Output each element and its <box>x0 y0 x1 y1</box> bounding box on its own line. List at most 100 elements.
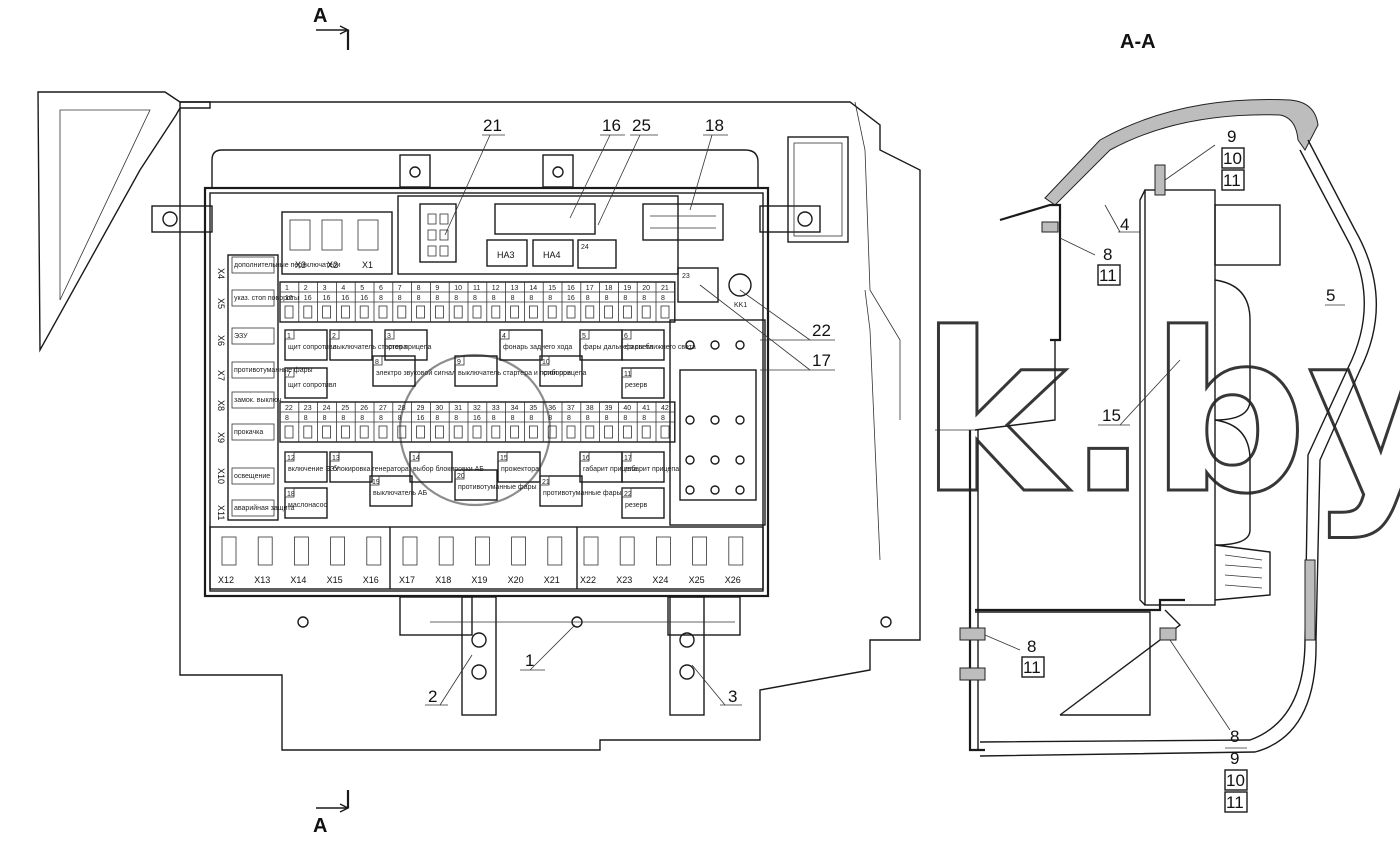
watermark-text: k.by <box>920 286 1400 542</box>
fuse <box>434 425 444 439</box>
fuse-row1-number: 9 <box>435 285 439 292</box>
fuse <box>453 425 463 439</box>
callout-25: 25 <box>632 116 651 135</box>
connector-labels: X3 X2 X1 X4 X5 X6 X7 X8 X9 X10 X11 <box>216 260 373 520</box>
label-x14: X14 <box>290 575 306 585</box>
top-mounting-tab <box>542 154 574 188</box>
relay-block-label: противотуманные фары <box>458 484 537 491</box>
fuse-row2-number: 39 <box>605 405 613 412</box>
fuse-row1-number: 7 <box>398 285 402 292</box>
label-x23: X23 <box>616 575 632 585</box>
fuse-row1-rating: 16 <box>567 295 575 302</box>
fuse-row2-rating: 8 <box>605 415 609 422</box>
relay-block-number: 9 <box>457 359 461 366</box>
fuse <box>284 305 294 319</box>
callout-17: 17 <box>812 351 831 370</box>
fuse-row-2: 2282382482582682782882916308318321633834… <box>279 401 676 443</box>
relay-block-label: маслонасос <box>288 502 327 509</box>
fuse <box>303 425 313 439</box>
fuse-row1-number: 20 <box>642 285 650 292</box>
fuse-row1-number: 5 <box>360 285 364 292</box>
callout-5: 5 <box>1326 286 1335 305</box>
connector-plug <box>692 536 707 566</box>
callout-11c: 11 <box>1023 658 1041 677</box>
fuse-row1-rating: 8 <box>586 295 590 302</box>
relay-block-label: фары ближнего света <box>625 343 696 351</box>
fuse-row1-number: 21 <box>661 285 669 292</box>
fuse-row1-rating: 8 <box>454 295 458 302</box>
relay-block-number: 14 <box>412 455 420 462</box>
fuse <box>303 305 313 319</box>
left-connector-label: указ. стоп повороты <box>234 295 299 302</box>
fuse-row1-number: 16 <box>567 285 575 292</box>
fuse <box>623 305 632 319</box>
fuse-panel-inner <box>209 192 764 592</box>
fuse <box>547 425 557 439</box>
relay-block-number: 22 <box>624 491 632 498</box>
fuse <box>416 305 426 319</box>
fuse <box>491 425 501 439</box>
fuse-row2-number: 23 <box>304 405 312 412</box>
fuse-row2-rating: 8 <box>304 415 308 422</box>
fuse-row1-number: 4 <box>341 285 345 292</box>
fuse-row2-rating: 8 <box>379 415 383 422</box>
fuse-row2-rating: 8 <box>661 415 665 422</box>
left-connector-label: замок. выключ. <box>234 397 283 404</box>
fuse-row2-number: 32 <box>473 405 481 412</box>
relay-block-number: 2 <box>332 333 336 340</box>
fuse <box>322 425 332 439</box>
fuse <box>510 305 520 319</box>
fuse <box>340 305 350 319</box>
fuse-row1-rating: 8 <box>511 295 515 302</box>
fuse-row2-rating: 8 <box>285 415 289 422</box>
fuse-row1-number: 19 <box>623 285 631 292</box>
label-x21: X21 <box>544 575 560 585</box>
relay-block-label: фонарь заднего хода <box>503 344 572 351</box>
relay-block-2 <box>329 329 373 361</box>
fuse-row2-number: 38 <box>586 405 594 412</box>
fuse <box>472 425 482 439</box>
fuse-row1-rating: 16 <box>341 295 349 302</box>
fuse-row1-rating: 8 <box>642 295 646 302</box>
connector-plug <box>728 536 744 566</box>
fuse <box>453 305 463 319</box>
fuse <box>397 425 407 439</box>
relay-block-6 <box>621 329 665 361</box>
fuse-row2-rating: 8 <box>586 415 590 422</box>
fuse <box>491 305 501 319</box>
fuse-row1-number: 14 <box>529 285 537 292</box>
callout-2: 2 <box>428 687 437 706</box>
relay-block-number: 1 <box>287 333 291 340</box>
callout-8a: 8 <box>1103 245 1112 264</box>
callout-21: 21 <box>483 116 502 135</box>
callout-11d: 11 <box>1226 793 1244 812</box>
left-connector-box <box>231 327 275 345</box>
fuse <box>529 425 538 439</box>
relay-block-label: стоп прицепа <box>388 344 431 351</box>
label-x12: X12 <box>218 575 234 585</box>
callout-15: 15 <box>1102 406 1121 425</box>
fuse-row2-rating: 8 <box>341 415 345 422</box>
callout-1: 1 <box>525 651 534 670</box>
fuse <box>434 305 444 319</box>
left-connector-box <box>231 256 275 274</box>
fuse-row2-number: 42 <box>661 405 669 412</box>
fuse-row2-number: 34 <box>511 405 519 412</box>
relay-block-label: щит сопротивл <box>288 344 336 351</box>
section-mark-bottom: A <box>313 815 327 837</box>
fuse <box>378 305 388 319</box>
callout-11a: 11 <box>1223 171 1241 190</box>
connector-plug <box>656 536 671 566</box>
label-x7: X7 <box>216 370 226 381</box>
label-x9: X9 <box>216 432 226 443</box>
relay-block-11 <box>621 367 665 399</box>
relay-block-label: габарит прицепа <box>583 465 637 473</box>
callout-11b: 11 <box>1099 266 1117 285</box>
relay-block-label: габарит прицепа <box>625 465 679 473</box>
fuse-row1-number: 10 <box>454 285 462 292</box>
label-x17: X17 <box>399 575 415 585</box>
fuse-row1-rating: 8 <box>548 295 552 302</box>
fuse-row2-rating: 8 <box>492 415 496 422</box>
fuse-row1-number: 17 <box>586 285 594 292</box>
